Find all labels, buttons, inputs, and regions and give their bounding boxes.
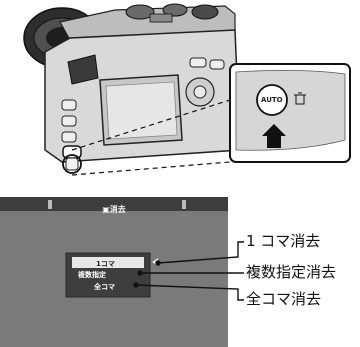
auto-button-label: AUTO [261,96,283,104]
menu-title-text: 消去 [109,205,126,214]
callout-delete-single: 1 コマ消去 [246,232,321,250]
menu-option-all[interactable]: 全コマ [94,283,115,291]
callout-lines [133,241,244,301]
menu-screen [0,197,228,347]
menu-title: ▣消去 [0,204,228,215]
camera-body [23,3,241,174]
option-1-highlight [72,257,144,268]
callout-delete-all: 全コマ消去 [246,290,322,308]
pointing-arrow [262,124,286,148]
auto-button [256,84,288,116]
leader-line-top [71,99,231,151]
menu-option-multiple[interactable]: 複数指定 [78,271,106,279]
detail-inset [229,63,351,163]
trash-icon [294,92,306,105]
play-icon: ▣ [102,205,110,214]
menu-option-single[interactable]: 1コマ [96,260,115,268]
callout-delete-multiple: 複数指定消去 [246,263,337,281]
leader-line-bottom [71,161,231,176]
